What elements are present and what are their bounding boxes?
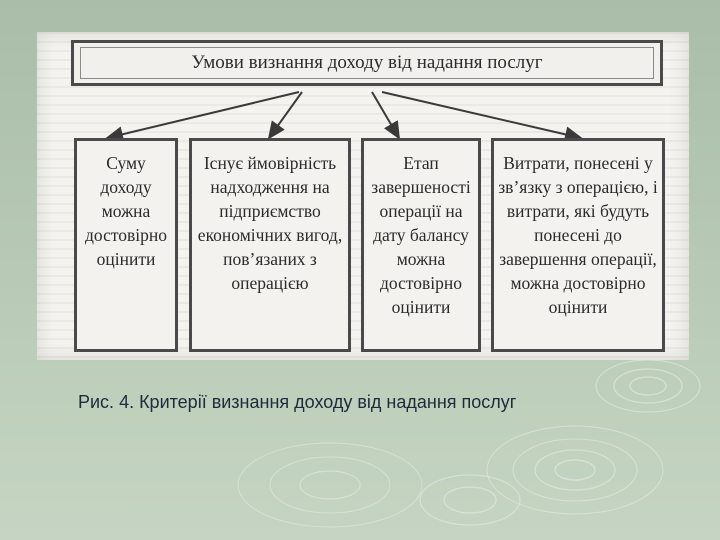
criterion-text-3: Етап завершеності операції на дату балан…	[371, 153, 471, 317]
diagram-scan: Умови визнання доходу від надання послуг…	[37, 32, 689, 360]
diagram-arrows	[105, 91, 583, 143]
criterion-text-1: Суму доходу можна достовірно оцінити	[84, 153, 167, 269]
arrow-to-criterion-2	[267, 91, 303, 140]
diagram-title-box: Умови визнання доходу від надання послуг	[71, 40, 663, 86]
arrow-to-criterion-3	[371, 91, 401, 140]
criterion-box-2: Існує ймовірність надходження на підприє…	[189, 138, 351, 352]
diagram-title: Умови визнання доходу від надання послуг	[191, 52, 543, 73]
title-box-inner-border	[80, 47, 654, 79]
figure-caption: Рис. 4. Критерії визнання доходу від над…	[78, 392, 517, 412]
arrow-to-criterion-1	[105, 91, 300, 143]
criterion-text-2: Існує ймовірність надходження на підприє…	[197, 153, 343, 293]
criterion-box-4: Витрати, понесені у зв’язку з операцією,…	[491, 138, 665, 352]
arrow-to-criterion-4	[381, 91, 583, 143]
criterion-text-4: Витрати, понесені у зв’язку з операцією,…	[498, 153, 658, 317]
criterion-box-1: Суму доходу можна достовірно оцінити	[74, 138, 178, 352]
criterion-box-3: Етап завершеності операції на дату балан…	[361, 138, 481, 352]
